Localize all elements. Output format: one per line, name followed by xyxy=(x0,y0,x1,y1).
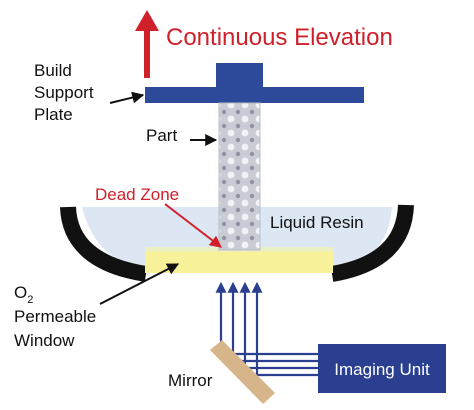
label-dead-zone: Dead Zone xyxy=(95,185,179,204)
label-mirror: Mirror xyxy=(168,371,213,390)
vat-wall-left xyxy=(60,206,148,282)
label-window: Window xyxy=(14,331,75,350)
dead-zone-pointer-arrow xyxy=(164,203,222,248)
mirror xyxy=(210,340,275,404)
plate-pointer-arrow xyxy=(109,91,145,104)
label-part: Part xyxy=(146,126,177,145)
plate-shaft xyxy=(216,63,263,89)
label-build: Build xyxy=(34,61,72,80)
window-pointer-arrow xyxy=(99,263,180,305)
title-continuous-elevation: Continuous Elevation xyxy=(166,24,393,51)
label-o2: O2 xyxy=(14,283,33,306)
label-permeable: Permeable xyxy=(14,307,96,326)
o2-permeable-window xyxy=(145,251,333,273)
light-beams xyxy=(215,281,318,377)
label-plate: Plate xyxy=(34,105,73,124)
imaging-unit xyxy=(318,344,446,393)
label-liquid-resin: Liquid Resin xyxy=(270,213,364,232)
label-imaging-unit: Imaging Unit xyxy=(334,360,430,379)
elevation-arrow-icon xyxy=(135,10,159,78)
label-support: Support xyxy=(34,83,94,102)
build-support-plate xyxy=(145,87,364,103)
vat-wall-right xyxy=(330,204,414,282)
printed-part xyxy=(218,102,261,251)
